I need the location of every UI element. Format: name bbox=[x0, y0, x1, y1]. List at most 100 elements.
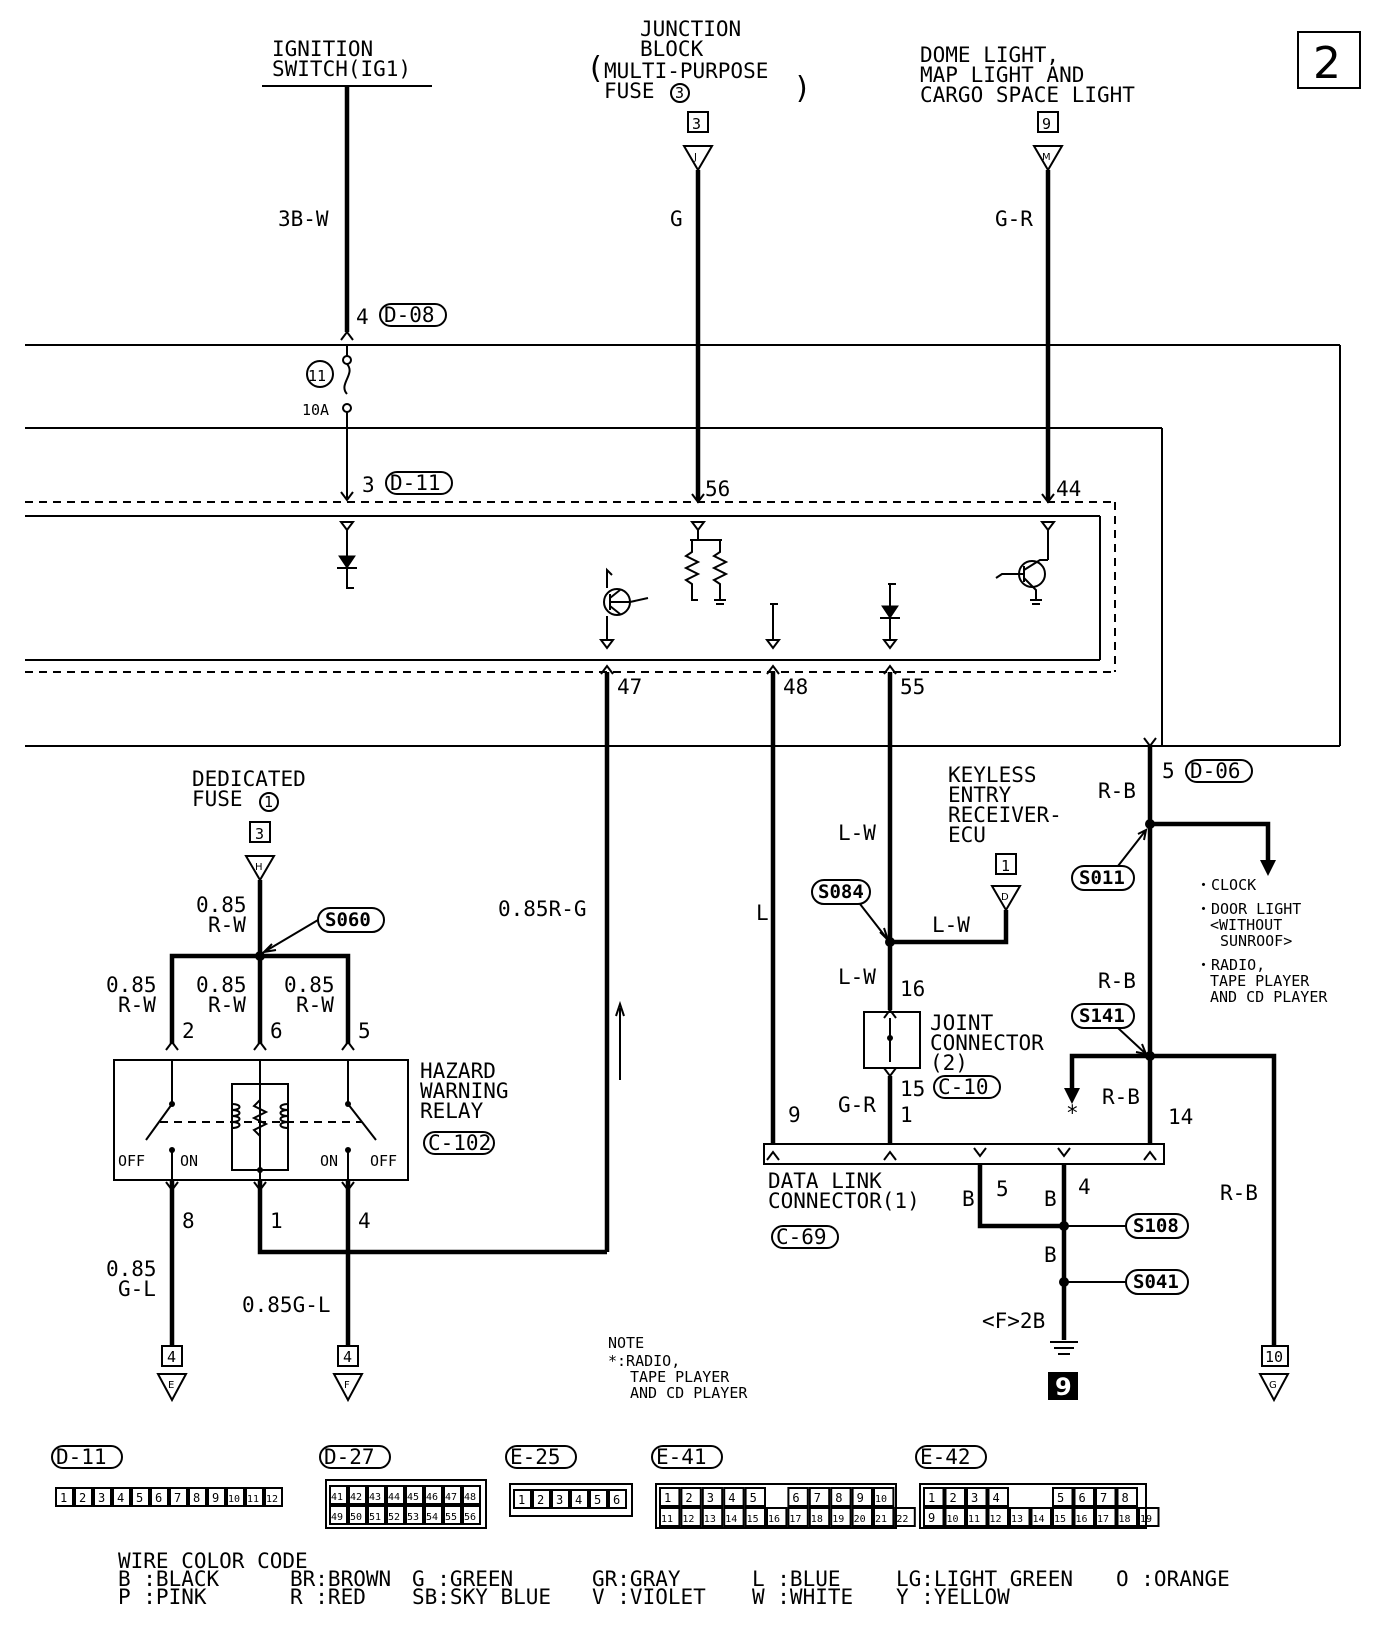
keyless-4: ECU bbox=[948, 823, 986, 847]
connector-pin-label: 21 bbox=[875, 1514, 887, 1525]
connector-pin-cell bbox=[532, 1489, 551, 1509]
connector-pin-label: 16 bbox=[1076, 1514, 1088, 1525]
relay-switch-left bbox=[145, 1060, 173, 1141]
splice-s011-oval bbox=[1071, 865, 1135, 891]
connector-pin-label: 6 bbox=[613, 1493, 620, 1507]
connector-pin-cell bbox=[386, 1485, 405, 1505]
pin-8-relay: 8 bbox=[182, 1209, 195, 1233]
connector-pin-cell bbox=[551, 1489, 570, 1509]
tri-e: E bbox=[168, 1380, 174, 1391]
relay-off-right: OFF bbox=[370, 1152, 397, 1170]
connector-pin-cell bbox=[1095, 1507, 1117, 1527]
keyless-1: KEYLESS bbox=[948, 763, 1037, 787]
dedicated-2: FUSE bbox=[192, 787, 243, 811]
connector-pin-cell bbox=[894, 1507, 916, 1527]
connector-pin-label: 4 bbox=[117, 1491, 124, 1505]
pin-5-dlc: 5 bbox=[996, 1177, 1009, 1201]
connector-pin-cell bbox=[659, 1487, 681, 1507]
box-4-e bbox=[161, 1345, 183, 1367]
relay-on-left: ON bbox=[180, 1152, 198, 1170]
int-tri-47 bbox=[599, 639, 615, 650]
keyless-3: RECEIVER- bbox=[948, 803, 1062, 827]
connector-pin-label: 2 bbox=[950, 1491, 957, 1505]
tri-h: H bbox=[255, 862, 263, 873]
connector-pin-label: 7 bbox=[814, 1491, 821, 1505]
cv-e41-name: E-41 bbox=[656, 1445, 707, 1469]
splice-s141-pointer bbox=[1117, 1027, 1148, 1056]
cv-e41-oval bbox=[651, 1445, 723, 1469]
transistor-1-leads bbox=[609, 589, 649, 615]
wire-label-gr2: G-R bbox=[838, 1093, 876, 1117]
box-1 bbox=[995, 853, 1017, 875]
conn-d08: D-08 bbox=[384, 303, 435, 327]
cv-e25-name: E-25 bbox=[510, 1445, 561, 1469]
color-code-title: WIRE COLOR CODE bbox=[118, 1549, 308, 1573]
wire-rb-to-star bbox=[1069, 1053, 1150, 1090]
connector-m-triangle bbox=[1032, 145, 1064, 172]
conn-d11: D-11 bbox=[390, 471, 441, 495]
connector-j-triangle bbox=[682, 145, 714, 172]
connector-pin-label: 3 bbox=[971, 1491, 978, 1505]
connector-pin-label: 2 bbox=[537, 1493, 544, 1507]
pin-47: 47 bbox=[617, 675, 642, 699]
box-3-ded bbox=[249, 821, 271, 843]
connector-pin-label: 18 bbox=[811, 1514, 823, 1525]
connector-pin-label: 12 bbox=[990, 1514, 1002, 1525]
conn-d06-oval bbox=[1185, 759, 1253, 783]
wire-label-085: 0.85 bbox=[196, 893, 247, 917]
transistor-1-top bbox=[606, 567, 613, 588]
connector-pin-label: 12 bbox=[266, 1494, 278, 1505]
wire-label-rwc: R-W bbox=[208, 993, 246, 1017]
wire-label-085gl: 0.85G-L bbox=[242, 1293, 331, 1317]
connector-g-triangle bbox=[1258, 1373, 1290, 1403]
connector-pin-cell bbox=[1052, 1487, 1074, 1507]
relay-pins-top bbox=[165, 1040, 355, 1051]
wire-label-gl: G-L bbox=[118, 1277, 156, 1301]
fuse-num-circle bbox=[306, 360, 334, 388]
connector-pin-cell bbox=[443, 1485, 462, 1505]
connector-pin-cell bbox=[264, 1487, 283, 1507]
splice-s011-pointer bbox=[1117, 828, 1148, 867]
connector-pin-cell bbox=[766, 1507, 788, 1527]
diode-1 bbox=[338, 555, 356, 569]
cv-e42-frame bbox=[919, 1483, 1147, 1529]
connector-pin-cell bbox=[329, 1485, 348, 1505]
hazard-1: HAZARD bbox=[420, 1059, 496, 1083]
conn-d11-oval bbox=[385, 471, 453, 495]
connector-pin-cell bbox=[55, 1487, 74, 1507]
pin-5-relay: 5 bbox=[358, 1019, 371, 1043]
connector-pin-label: 6 bbox=[155, 1491, 162, 1505]
connector-pin-label: 2 bbox=[685, 1491, 692, 1505]
cc-r1-4: L :BLUE bbox=[752, 1567, 841, 1591]
joint-1: JOINT bbox=[930, 1011, 994, 1035]
hazard-3: RELAY bbox=[420, 1099, 484, 1123]
conn-c102: C-102 bbox=[428, 1131, 491, 1155]
connector-pin-cell bbox=[443, 1505, 462, 1525]
pin-chevron-55 bbox=[883, 664, 897, 675]
right-list-5: ・RADIO, bbox=[1196, 956, 1265, 974]
splice-s041-oval bbox=[1125, 1269, 1189, 1295]
wire-label-b2: B bbox=[1044, 1187, 1057, 1211]
splice-s011: S011 bbox=[1079, 867, 1125, 889]
note-title: NOTE bbox=[608, 1334, 644, 1352]
cc-r1-1: BR:BROWN bbox=[290, 1567, 391, 1591]
pin-1-relay: 1 bbox=[270, 1209, 283, 1233]
int-tri-55 bbox=[882, 639, 898, 650]
relay-resistor bbox=[251, 1099, 269, 1137]
connector-pin-cell bbox=[701, 1487, 724, 1507]
connector-pin-label: 1 bbox=[518, 1493, 525, 1507]
connector-pin-cell bbox=[830, 1507, 852, 1527]
cc-r2-4: W :WHITE bbox=[752, 1585, 853, 1609]
paren-right: ) bbox=[796, 71, 808, 106]
pin-3-d11: 3 bbox=[362, 473, 375, 497]
connector-pin-cell bbox=[851, 1507, 873, 1527]
pin-4-relay: 4 bbox=[358, 1209, 371, 1233]
connector-pin-cell bbox=[405, 1485, 424, 1505]
pin-1-dlc: 1 bbox=[900, 1103, 913, 1127]
arrow-star bbox=[1064, 1088, 1080, 1104]
